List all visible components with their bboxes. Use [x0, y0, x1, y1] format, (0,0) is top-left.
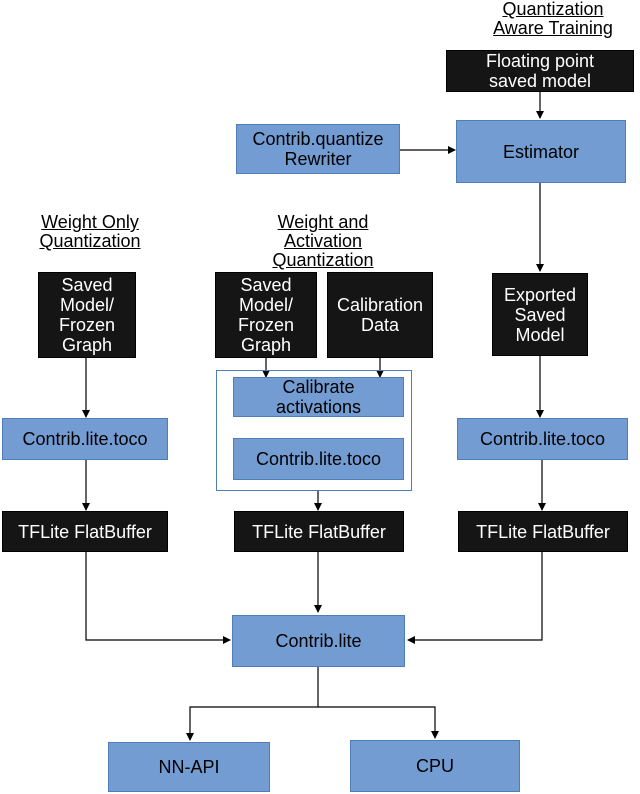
toco-right-box: Contrib.lite.toco: [457, 418, 628, 460]
saved-model-mid-box: Saved Model/ Frozen Graph: [215, 272, 317, 358]
arrow-contrib-lite-to-nnapi: [186, 667, 319, 741]
heading-weight-only: Weight Only Quantization: [10, 213, 170, 251]
nnapi-box: NN-API: [108, 742, 270, 792]
heading-qat: Quantization Aware Training: [468, 0, 638, 38]
calibrate-activations-box: Calibrate activations: [233, 377, 404, 417]
calibration-group: [216, 370, 412, 491]
exported-model-box: Exported Saved Model: [492, 273, 588, 356]
heading-weight-only-line-1: Weight Only: [41, 212, 139, 232]
calibration-data-box: Calibration Data: [327, 272, 433, 358]
heading-weight-activation: Weight and Activation Quantization: [238, 213, 408, 270]
toco-left-box: Contrib.lite.toco: [2, 418, 168, 460]
flatbuffer-left-box: TFLite FlatBuffer: [2, 511, 168, 552]
arrow-left-to-contrib-lite: [85, 552, 231, 644]
flatbuffer-right-box: TFLite FlatBuffer: [458, 511, 628, 552]
heading-qat-line-1: Quantization: [502, 0, 604, 19]
heading-qat-line-2: Aware Training: [493, 18, 613, 38]
toco-mid-box: Contrib.lite.toco: [233, 438, 404, 480]
cpu-box: CPU: [350, 740, 520, 792]
heading-weight-activation-line-2: Activation: [283, 231, 363, 251]
contrib-quantize-rewriter-box: Contrib.quantize Rewriter: [236, 124, 400, 174]
floating-point-model-box: Floating point saved model: [446, 50, 634, 92]
heading-weight-activation-line-3: Quantization: [272, 250, 374, 270]
contrib-lite-box: Contrib.lite: [232, 615, 405, 667]
flatbuffer-mid-box: TFLite FlatBuffer: [234, 511, 404, 552]
estimator-box: Estimator: [456, 120, 626, 183]
heading-weight-activation-line-1: Weight and: [277, 212, 369, 232]
heading-weight-only-line-2: Quantization: [39, 231, 141, 251]
arrow-right-to-contrib-lite: [407, 552, 543, 644]
saved-model-left-box: Saved Model/ Frozen Graph: [38, 272, 136, 358]
arrow-contrib-lite-to-cpu: [318, 706, 439, 739]
